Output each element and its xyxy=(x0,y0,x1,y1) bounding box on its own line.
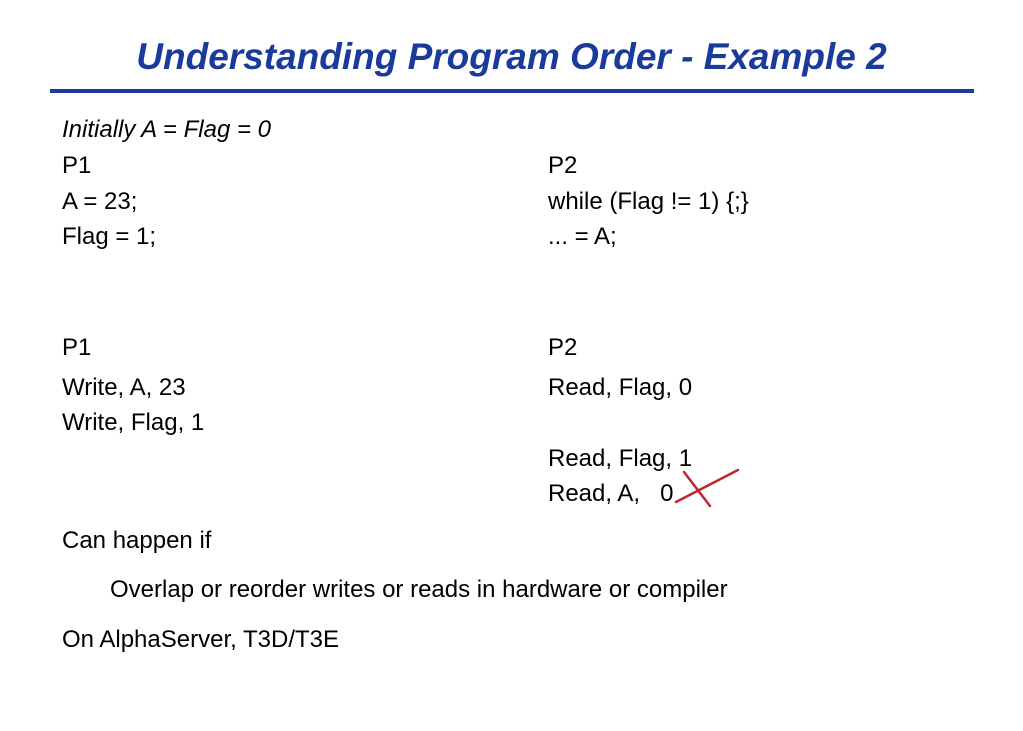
reason-text: Overlap or reorder writes or reads in ha… xyxy=(110,576,728,603)
cross-stroke-rising xyxy=(674,468,740,504)
cross-stroke-falling xyxy=(682,470,712,508)
trace-p2-header: P2 xyxy=(548,334,578,361)
code-p2-line: while (Flag != 1) {;} xyxy=(548,188,749,215)
systems-text: On AlphaServer, T3D/T3E xyxy=(62,626,340,653)
initial-condition: Initially A = Flag = 0 xyxy=(62,116,271,143)
code-p1-line: Flag = 1; xyxy=(62,223,157,250)
title-underline xyxy=(50,89,974,93)
trace-p2-line: Read, Flag, 0 xyxy=(548,374,693,401)
slide-title: Understanding Program Order - Example 2 xyxy=(136,36,887,77)
trace-p1-line: Write, A, 23 xyxy=(62,374,186,401)
trace-p1-header: P1 xyxy=(62,334,92,361)
can-happen-text: Can happen if xyxy=(62,527,212,554)
trace-p1-line: Write, Flag, 1 xyxy=(62,409,205,436)
code-p1-header: P1 xyxy=(62,152,92,179)
code-p2-header: P2 xyxy=(548,152,578,179)
code-p1-line: A = 23; xyxy=(62,188,138,215)
code-p2-line: ... = A; xyxy=(548,223,617,250)
cross-out-mark xyxy=(674,468,740,508)
trace-p2-line: Read, A, 0 xyxy=(548,480,674,507)
trace-p2-line: Read, Flag, 1 xyxy=(548,445,693,472)
